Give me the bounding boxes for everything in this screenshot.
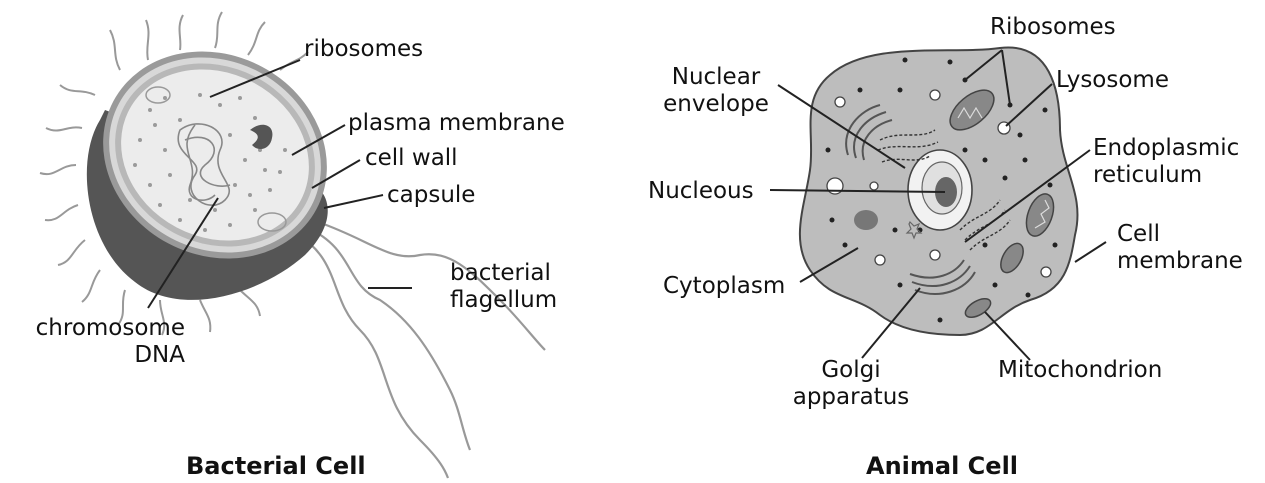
label-capsule: capsule: [387, 182, 475, 209]
label-lysosome: Lysosome: [1056, 67, 1169, 94]
label-ribosomes: ribosomes: [304, 36, 423, 63]
animal-cell-title: Animal Cell: [866, 452, 1018, 480]
label-nucleous: Nucleous: [648, 178, 754, 205]
label-cell-membrane: Cell membrane: [1117, 221, 1243, 275]
label-plasma-membrane: plasma membrane: [348, 110, 565, 137]
label-mitochondrion: Mitochondrion: [998, 357, 1162, 384]
label-animal-ribosomes: Ribosomes: [990, 14, 1116, 41]
label-nuclear-envelope: Nuclear envelope: [656, 64, 776, 118]
label-chromosome-dna: chromosome DNA: [5, 315, 185, 369]
bacterial-cell-title: Bacterial Cell: [186, 452, 366, 480]
bacterial-cell-graphic: [40, 12, 545, 478]
label-endoplasmic-reticulum: Endoplasmic reticulum: [1093, 135, 1239, 189]
label-golgi-apparatus: Golgi apparatus: [786, 357, 916, 411]
label-cell-wall: cell wall: [365, 145, 458, 172]
label-cytoplasm: Cytoplasm: [663, 273, 785, 300]
label-bacterial-flagellum: bacterial flagellum: [450, 260, 557, 314]
